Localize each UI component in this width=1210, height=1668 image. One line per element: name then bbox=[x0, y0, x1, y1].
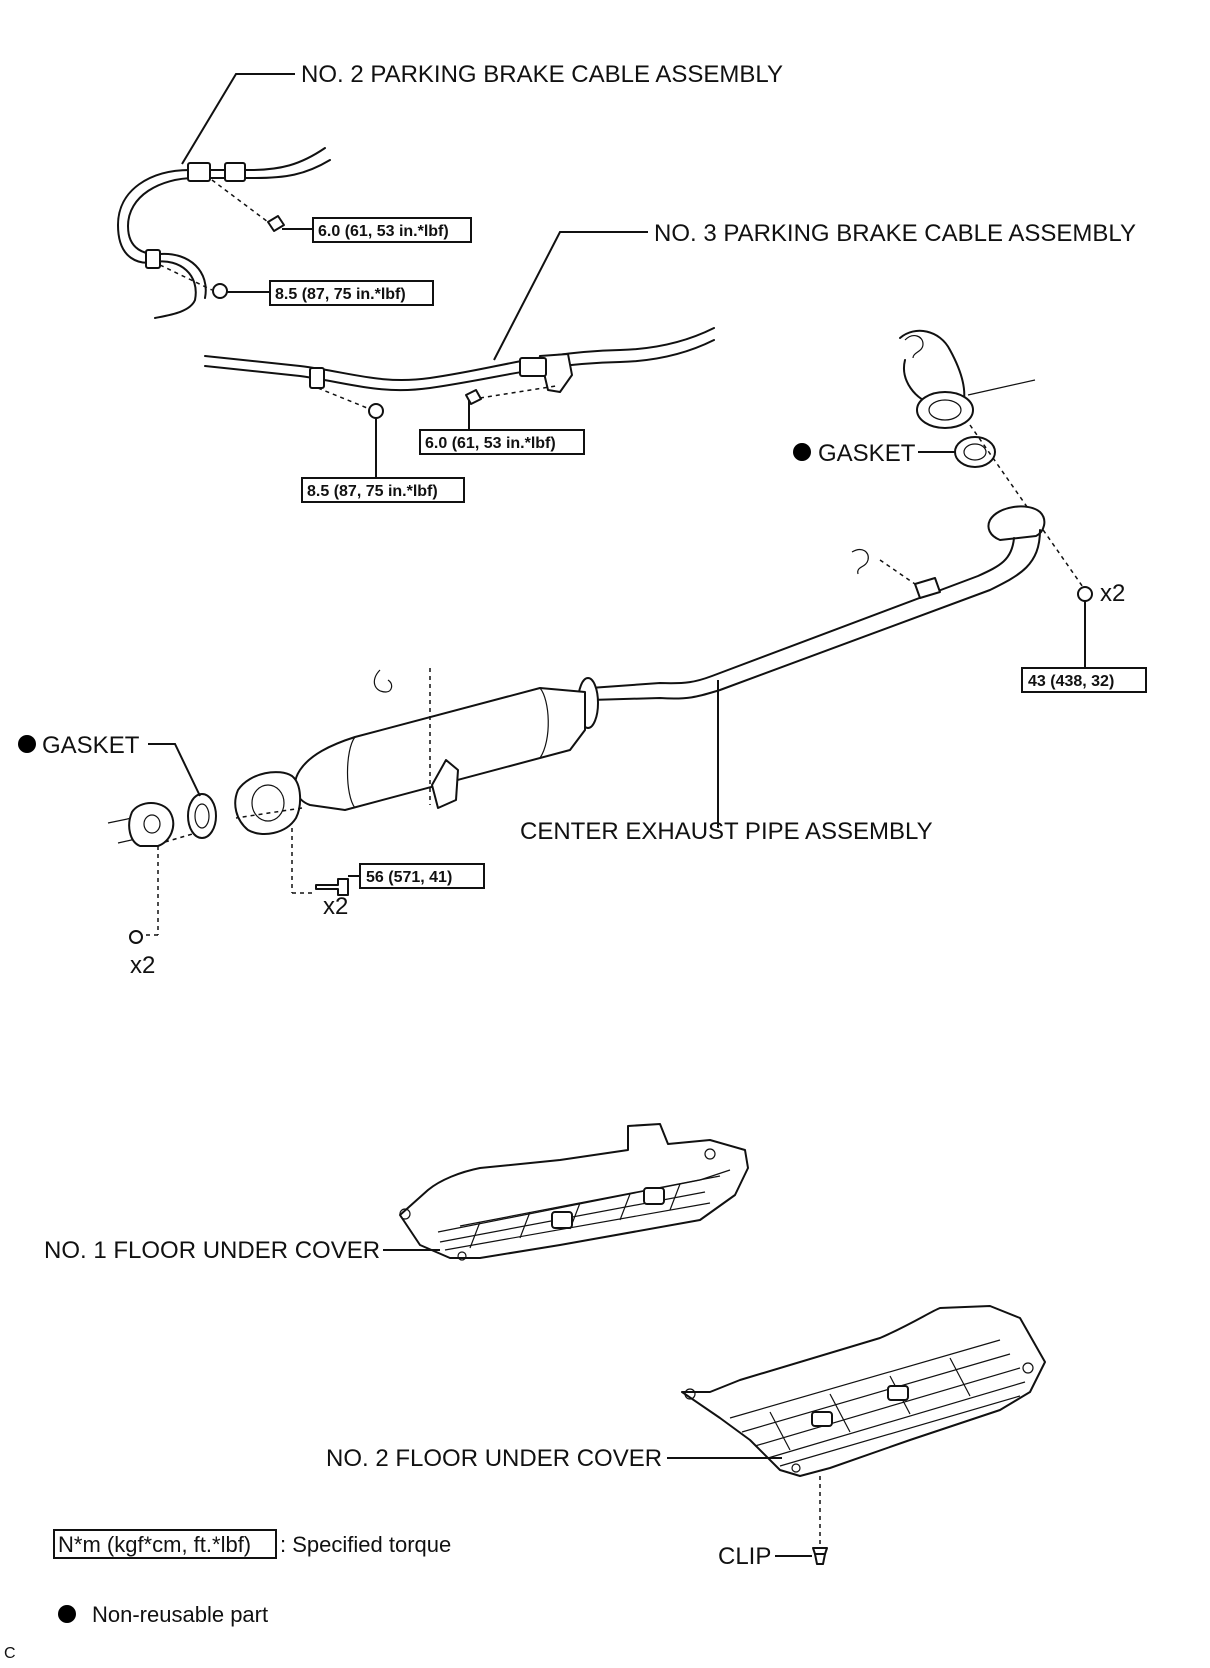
nonreusable-legend: Non-reusable part bbox=[58, 1602, 268, 1627]
exhaust-manifold-outlet bbox=[899, 329, 1036, 429]
no1-floor-under-cover-drawing bbox=[399, 1123, 749, 1261]
torque-callout-front-flange-bolt: 56 (571, 41) x2 bbox=[291, 828, 485, 920]
no2-floor-under-cover-text: NO. 2 FLOOR UNDER COVER bbox=[326, 1445, 662, 1472]
torque-value-no3-cable-bolt: 6.0 (61, 53 in.*lbf) bbox=[425, 435, 556, 452]
torque-value-no2-cable-nut: 8.5 (87, 75 in.*lbf) bbox=[275, 286, 406, 303]
front-bolt-quantity: x2 bbox=[323, 893, 348, 920]
center-exhaust-pipe-label: CENTER EXHAUST PIPE ASSEMBLY bbox=[520, 680, 933, 845]
torque-callout-no2-cable-bolt: 6.0 (61, 53 in.*lbf) bbox=[282, 217, 472, 243]
torque-value-exhaust-rear-nut: 43 (438, 32) bbox=[1028, 673, 1114, 690]
no1-floor-under-cover-label: NO. 1 FLOOR UNDER COVER bbox=[44, 1237, 440, 1264]
nonreusable-legend-text: Non-reusable part bbox=[92, 1602, 268, 1627]
rear-gasket-label: GASKET bbox=[793, 440, 955, 467]
no3-parking-brake-cable-label: NO. 3 PARKING BRAKE CABLE ASSEMBLY bbox=[493, 220, 1136, 361]
no2-parking-brake-cable-text: NO. 2 PARKING BRAKE CABLE ASSEMBLY bbox=[301, 61, 783, 88]
rear-nut-quantity: x2 bbox=[1100, 580, 1125, 607]
no3-parking-brake-cable-drawing bbox=[204, 327, 715, 419]
no2-parking-brake-cable-label: NO. 2 PARKING BRAKE CABLE ASSEMBLY bbox=[181, 61, 783, 165]
torque-value-no3-cable-nut: 8.5 (87, 75 in.*lbf) bbox=[307, 483, 438, 500]
torque-value-front-flange-bolt: 56 (571, 41) bbox=[366, 869, 452, 886]
torque-callout-exhaust-rear-nut: x2 43 (438, 32) bbox=[1021, 580, 1147, 693]
front-flange-nut-callout: x2 bbox=[129, 846, 159, 979]
rear-gasket-text: GASKET bbox=[818, 440, 916, 467]
clip-callout: CLIP bbox=[718, 1476, 828, 1570]
torque-legend: N*m (kgf*cm, ft.*lbf) : Specified torque bbox=[53, 1529, 451, 1559]
no1-floor-under-cover-text: NO. 1 FLOOR UNDER COVER bbox=[44, 1237, 380, 1264]
front-nut-quantity: x2 bbox=[130, 952, 155, 979]
no2-floor-under-cover-drawing bbox=[681, 1305, 1046, 1477]
torque-legend-box-text: N*m (kgf*cm, ft.*lbf) bbox=[58, 1532, 251, 1557]
front-exhaust-pipe-stub bbox=[107, 802, 303, 847]
center-exhaust-pipe-drawing bbox=[234, 505, 1046, 835]
center-exhaust-pipe-text: CENTER EXHAUST PIPE ASSEMBLY bbox=[520, 818, 933, 845]
torque-callout-no3-cable-bolt: 6.0 (61, 53 in.*lbf) bbox=[419, 400, 585, 455]
front-gasket-label: GASKET bbox=[18, 732, 201, 797]
clip-text: CLIP bbox=[718, 1543, 771, 1570]
torque-value-no2-cable-bolt: 6.0 (61, 53 in.*lbf) bbox=[318, 223, 449, 240]
torque-legend-description: : Specified torque bbox=[280, 1532, 451, 1557]
torque-callout-no2-cable-nut: 8.5 (87, 75 in.*lbf) bbox=[227, 280, 434, 306]
no2-floor-under-cover-label: NO. 2 FLOOR UNDER COVER bbox=[326, 1445, 782, 1472]
front-gasket-text: GASKET bbox=[42, 732, 140, 759]
no3-parking-brake-cable-text: NO. 3 PARKING BRAKE CABLE ASSEMBLY bbox=[654, 220, 1136, 247]
corner-mark: C bbox=[4, 1645, 16, 1662]
no2-parking-brake-cable-drawing bbox=[117, 147, 331, 319]
torque-callout-no3-cable-nut: 8.5 (87, 75 in.*lbf) bbox=[301, 418, 465, 503]
front-gasket-drawing bbox=[187, 793, 217, 839]
